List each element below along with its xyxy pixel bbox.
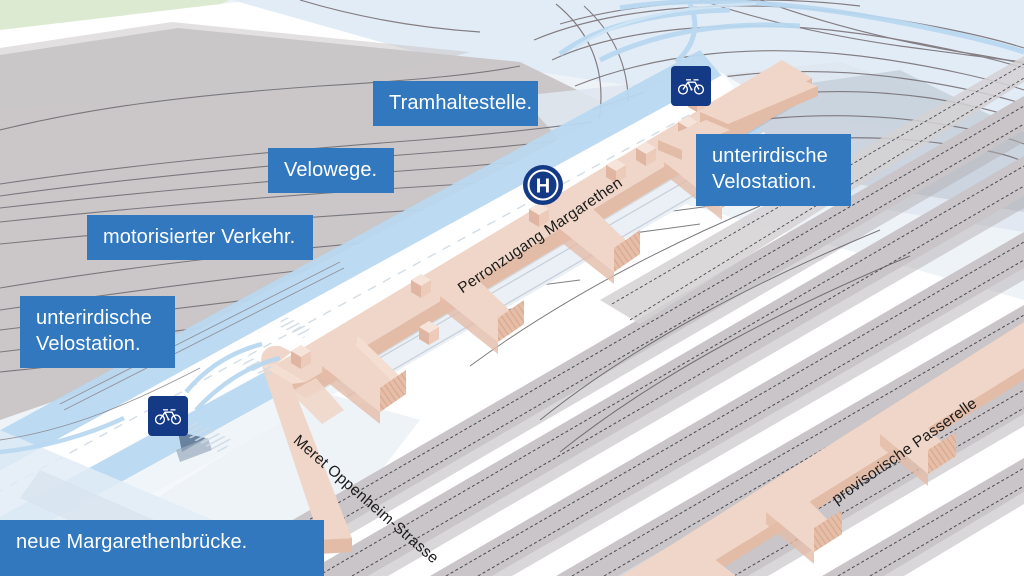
tram-stop-h-icon[interactable]: H	[521, 163, 565, 207]
callout-neue-margarethenbruecke[interactable]: neue Margarethenbrücke.	[0, 520, 324, 576]
callout-velostation-rechts[interactable]: unterirdische Velostation.	[696, 134, 851, 206]
tram-stop-letter: H	[536, 176, 550, 198]
callout-motorisierter-verkehr[interactable]: motorisierter Verkehr.	[87, 215, 313, 260]
bicycle-icon[interactable]	[148, 396, 188, 436]
callout-velowege[interactable]: Velowege.	[268, 148, 394, 193]
callout-tramhaltestelle[interactable]: Tramhaltestelle.	[373, 81, 538, 126]
bicycle-icon[interactable]	[671, 66, 711, 106]
callout-velostation-links[interactable]: unterirdische Velostation.	[20, 296, 175, 368]
